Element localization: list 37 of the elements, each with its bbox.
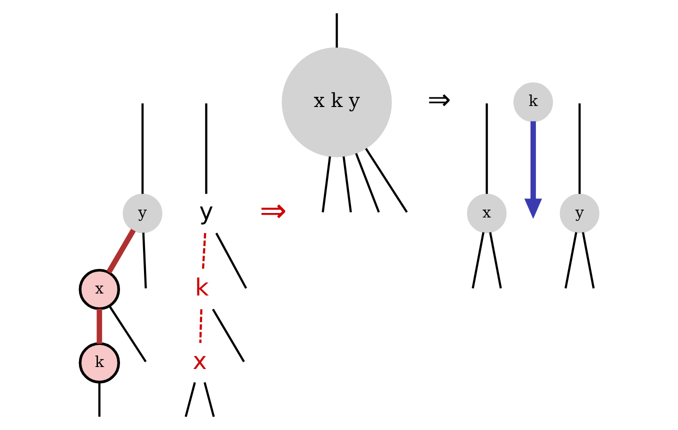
connector — [578, 103, 580, 194]
connector — [203, 382, 214, 418]
node-circle: k — [78, 342, 120, 384]
label: ⇒ — [259, 191, 286, 230]
node-text: x — [192, 346, 206, 375]
node-text: y — [198, 197, 213, 226]
connector — [204, 103, 207, 194]
connector — [212, 308, 244, 362]
connector — [488, 232, 502, 288]
arrow — [524, 121, 542, 219]
node-text: k — [194, 274, 208, 302]
connector — [581, 232, 594, 288]
connector — [184, 382, 196, 418]
connector — [485, 103, 488, 194]
label: ⇒ — [427, 83, 451, 116]
connector — [201, 233, 206, 270]
connector — [214, 232, 247, 289]
node-circle: y — [122, 194, 162, 234]
connector — [564, 232, 577, 288]
connector — [98, 382, 100, 417]
connector — [142, 232, 146, 288]
node-circle: k — [512, 82, 553, 122]
connector — [106, 228, 136, 274]
connector — [364, 148, 408, 213]
connector — [96, 308, 102, 344]
connector — [108, 305, 146, 362]
connector — [140, 103, 144, 194]
connector — [335, 13, 338, 48]
node-circle: x k y — [281, 47, 392, 158]
connector — [354, 152, 380, 213]
connector — [198, 309, 202, 343]
connector — [342, 156, 352, 212]
node-circle: x — [466, 194, 506, 234]
node-circle: y — [559, 194, 599, 234]
connector — [321, 156, 331, 212]
connector — [471, 232, 484, 288]
node-circle: x — [78, 268, 120, 310]
